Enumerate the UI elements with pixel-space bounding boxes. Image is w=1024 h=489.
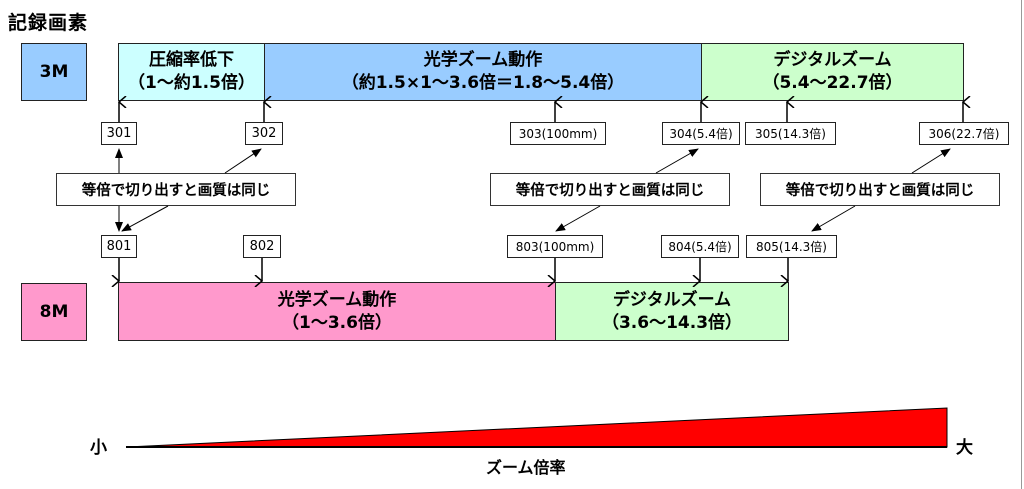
point-label-301: 301 <box>101 122 137 145</box>
segment-range: （1～約1.5倍） <box>128 73 255 93</box>
note3-to-306 <box>911 148 951 174</box>
point-label-304: 304(5.4倍) <box>662 122 740 145</box>
segment-name: デジタルズーム <box>773 50 892 70</box>
note3-to-805 <box>811 205 856 232</box>
note-same-quality-1: 等倍で切り出すと画質は同じ <box>56 173 296 206</box>
segment-range: （約1.5×1～3.6倍＝1.8～5.4倍） <box>341 73 625 93</box>
segment-name: 光学ズーム動作 <box>277 289 397 310</box>
axis-low-label: 小 <box>90 438 107 458</box>
point-label-306: 306(22.7倍) <box>919 122 1009 145</box>
note-same-quality-2: 等倍で切り出すと画質は同じ <box>490 173 730 206</box>
segment-optical-zoom-3m: 光学ズーム動作 （約1.5×1～3.6倍＝1.8～5.4倍） <box>264 43 702 101</box>
axis-high-label: 大 <box>956 438 973 458</box>
note2-to-803 <box>555 205 601 232</box>
segment-range: （1～3.6倍） <box>282 312 392 333</box>
point-label-802: 802 <box>243 235 281 258</box>
segment-name: 圧縮率低下 <box>149 50 234 70</box>
segment-optical-zoom-8m: 光学ズーム動作 （1～3.6倍） <box>118 282 556 341</box>
resolution-8m-box: 8M <box>21 283 87 341</box>
point-label-801: 801 <box>101 235 137 258</box>
point-label-302: 302 <box>245 122 283 145</box>
point-label-305: 305(14.3倍) <box>745 122 836 145</box>
point-label-803: 803(100mm) <box>507 235 603 258</box>
point-label-303: 303(100mm) <box>510 122 606 145</box>
note2-to-304 <box>655 148 699 174</box>
right-border-line <box>1021 0 1022 489</box>
note1-to-801b <box>121 205 169 232</box>
zoom-ratio-label: ズーム倍率 <box>486 458 566 477</box>
point-label-804: 804(5.4倍) <box>661 235 739 258</box>
segment-range: （5.4～22.7倍） <box>762 73 903 93</box>
resolution-3m-box: 3M <box>21 43 87 101</box>
segment-name: 光学ズーム動作 <box>423 50 543 70</box>
recording-pixels-title: 記録画素 <box>8 12 89 34</box>
segment-range: （3.6～14.3倍） <box>601 312 743 333</box>
note1-to-302 <box>224 148 262 174</box>
point-label-805: 805(14.3倍) <box>746 235 837 258</box>
segment-digital-zoom-3m: デジタルズーム （5.4～22.7倍） <box>701 43 964 101</box>
segment-name: デジタルズーム <box>612 289 732 310</box>
zoom-wedge <box>125 407 948 448</box>
note-same-quality-3: 等倍で切り出すと画質は同じ <box>760 173 1000 206</box>
segment-digital-zoom-8m: デジタルズーム （3.6～14.3倍） <box>555 282 789 341</box>
